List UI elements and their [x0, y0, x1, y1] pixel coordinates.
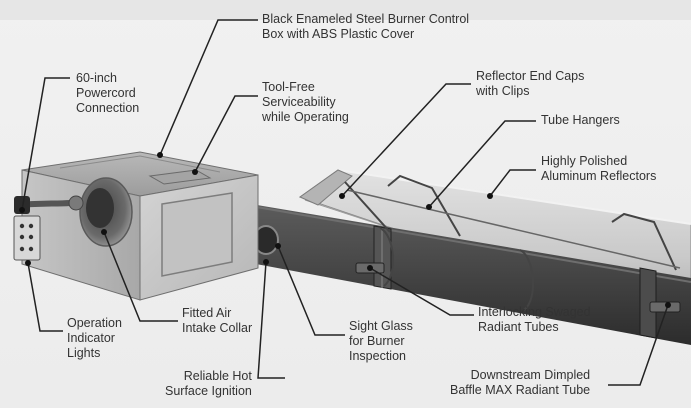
- label-baffle-tube: Downstream Dimpled Baffle MAX Radiant Tu…: [450, 368, 591, 397]
- callout-powercord: [21, 77, 70, 211]
- callout-tool-free: [194, 95, 258, 173]
- callout-dots: [19, 152, 671, 308]
- callout-air-intake: [103, 231, 178, 322]
- callout-lines: [21, 19, 669, 386]
- label-tube-hangers: Tube Hangers: [541, 113, 620, 127]
- powercord-socket: [14, 196, 30, 214]
- indicator-light: [28, 223, 34, 229]
- label-ignition: Reliable Hot Surface Ignition: [165, 369, 252, 398]
- label-air-intake: Fitted Air Intake Collar: [182, 306, 253, 335]
- service-panel: [161, 192, 233, 277]
- indicator-light: [19, 223, 25, 229]
- indicator-panel: [13, 215, 41, 261]
- indicator-light: [28, 246, 34, 252]
- label-tool-free: Tool-Free Serviceability while Operating: [262, 80, 349, 124]
- callout-reflectors: [489, 169, 536, 197]
- label-indicator-lights: Operation Indicator Lights: [67, 316, 122, 360]
- callout-indicator-lights: [27, 262, 63, 332]
- collar-opening: [86, 188, 114, 228]
- label-reflectors: Highly Polished Aluminum Reflectors: [541, 154, 657, 183]
- top-shade: [0, 0, 691, 20]
- reflector-end-cap: [298, 169, 353, 206]
- label-control-box: Black Enameled Steel Burner Control Box …: [262, 12, 470, 41]
- callout-control-box: [159, 19, 258, 156]
- indicator-light: [19, 246, 25, 252]
- callout-tube-hangers: [428, 120, 536, 208]
- indicator-light: [19, 234, 25, 240]
- label-end-caps: Reflector End Caps with Clips: [476, 69, 585, 98]
- powercord-plug: [68, 195, 84, 211]
- label-powercord: 60-inch Powercord Connection: [76, 71, 140, 115]
- callout-sight-glass: [277, 245, 345, 336]
- callout-ignition: [257, 261, 285, 379]
- callout-swaged-tubes: [369, 267, 474, 316]
- callout-end-caps: [341, 83, 471, 197]
- tube-hangers: [344, 174, 681, 311]
- indicator-light: [28, 234, 34, 240]
- label-sight-glass: Sight Glass for Burner Inspection: [349, 319, 413, 363]
- burner-control-box: [13, 151, 259, 301]
- label-swaged-tubes: Interlocking Swaged Radiant Tubes: [478, 305, 591, 334]
- callout-baffle-tube: [608, 304, 669, 386]
